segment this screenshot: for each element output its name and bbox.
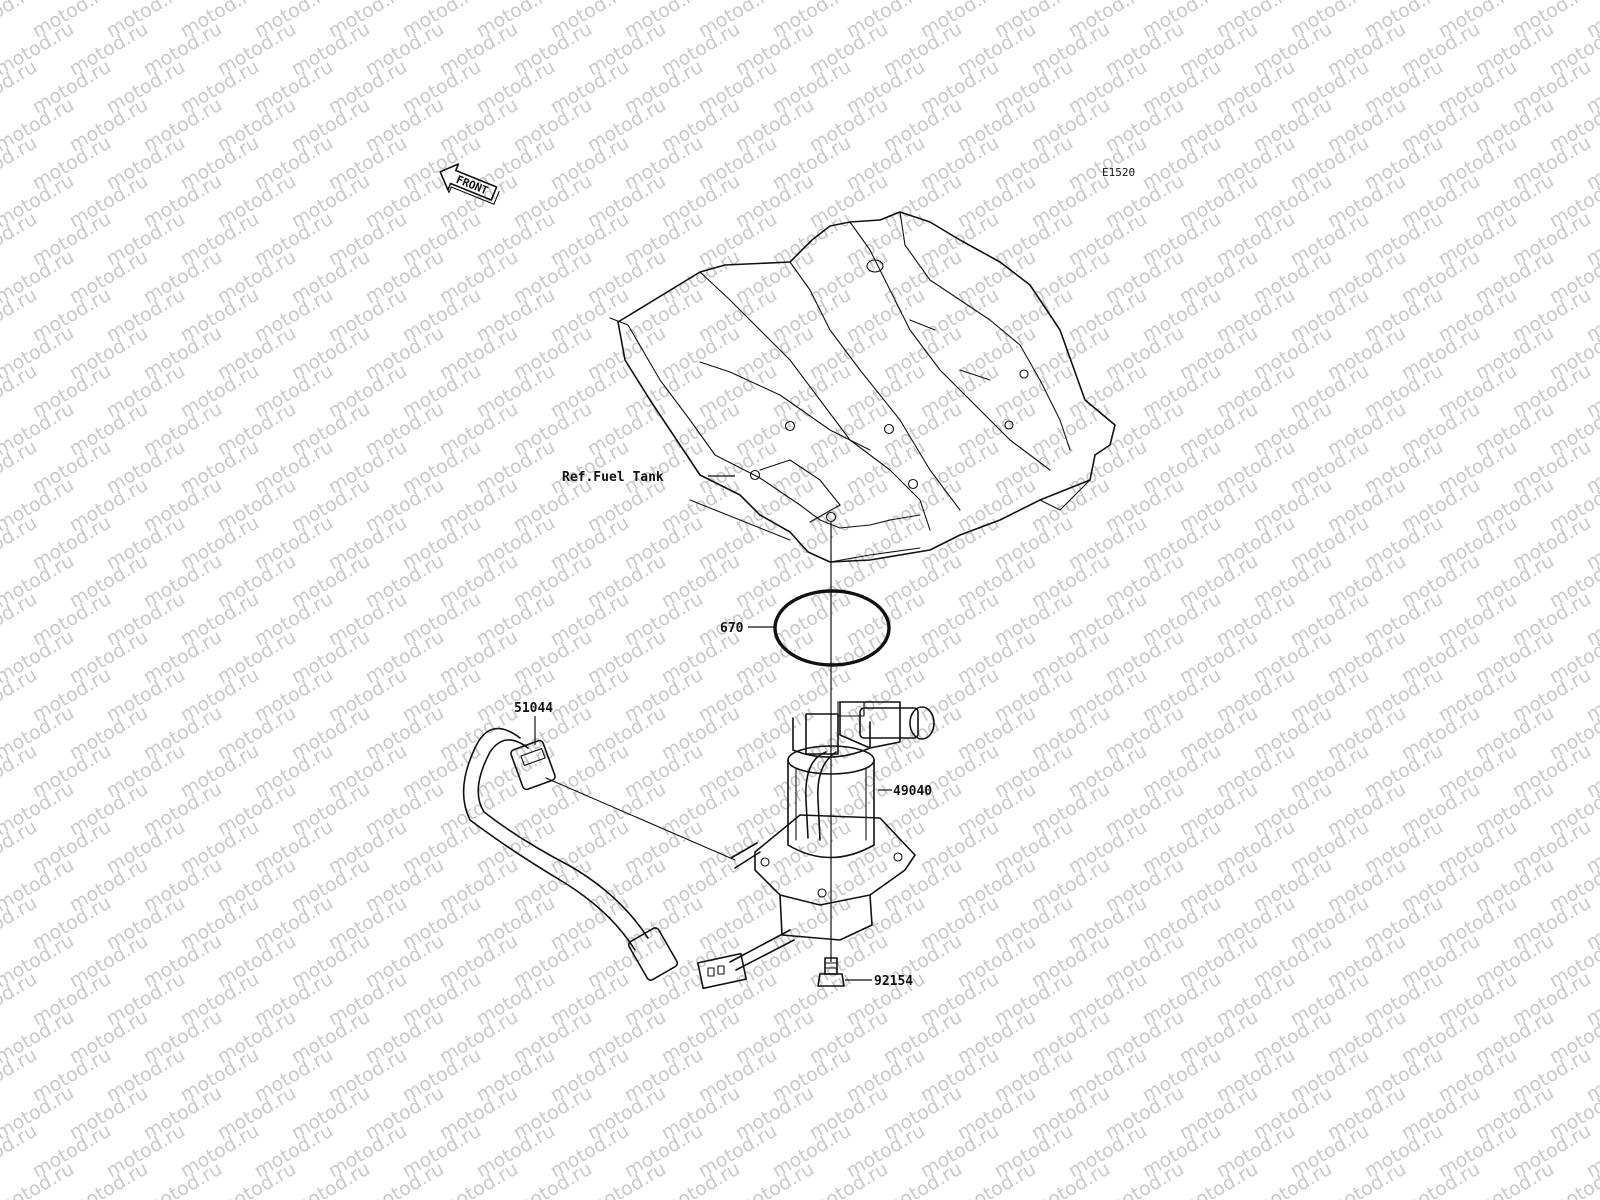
label-fuel-tank: Ref.Fuel Tank — [562, 470, 664, 485]
diagram-code: E1520 — [1102, 166, 1135, 179]
label-hose: 51044 — [514, 701, 553, 716]
label-bolt: 92154 — [874, 974, 913, 989]
label-o-ring: 670 — [720, 621, 744, 636]
label-fuel-pump: 49040 — [893, 784, 932, 799]
